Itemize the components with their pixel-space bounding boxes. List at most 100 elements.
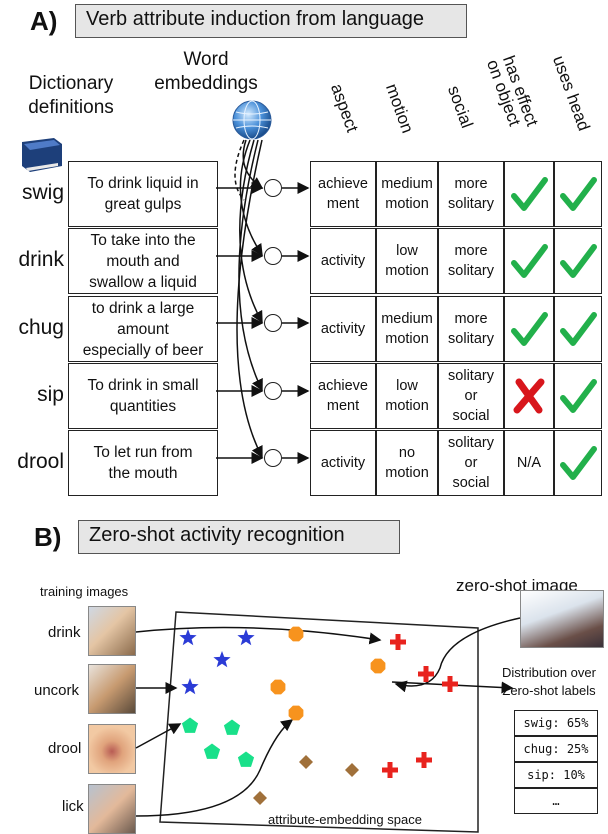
embedding-space: [135, 611, 521, 833]
motion-cell: no motion: [376, 430, 438, 496]
head-cell: [554, 296, 602, 362]
verb-label: sip: [37, 383, 64, 406]
cell-text: ment: [326, 398, 360, 414]
aspect-cell: activity: [310, 228, 376, 294]
panel-b-title: Zero-shot activity recognition: [78, 520, 400, 554]
star-marker: [181, 678, 199, 695]
cell-text: activity: [320, 253, 366, 269]
check-icon: [511, 244, 548, 278]
panel-a-letter: A): [30, 6, 58, 36]
definition-line: to drink a large: [91, 299, 195, 317]
check-icon: [560, 312, 597, 346]
cell-text: low: [396, 243, 418, 259]
social-cell: more solitary: [438, 296, 504, 362]
definition-line: To drink in small: [87, 377, 199, 394]
cell-text: social: [452, 475, 490, 491]
book-icon: [22, 138, 62, 172]
embedding-arrows: [216, 139, 310, 464]
cell-text: solitary: [448, 263, 494, 279]
definition-line: To take into the: [90, 231, 196, 249]
octagon-marker: [270, 679, 286, 695]
motion-cell: medium motion: [376, 161, 438, 227]
cell-text: motion: [385, 196, 429, 212]
verb-label: drink: [18, 248, 64, 271]
definition-box: To drink liquid in great gulps: [68, 161, 218, 227]
cell-text: no: [398, 445, 416, 461]
definition-line: amount: [117, 320, 169, 338]
dist-row: chug: 25%: [514, 736, 598, 762]
embedding-node: [264, 382, 282, 400]
diamond-marker: [299, 755, 313, 769]
head-cell: [554, 363, 602, 429]
aspect-cell: activity: [310, 430, 376, 496]
check-icon: [560, 379, 597, 413]
embedding-node: [264, 179, 282, 197]
cell-text: or: [464, 388, 478, 404]
aspect-cell: achieve ment: [310, 363, 376, 429]
diamond-marker: [253, 791, 267, 805]
effect-cell: [504, 161, 554, 227]
verb-label: chug: [18, 316, 64, 339]
definition-line: mouth and: [106, 252, 180, 270]
dist-row: sip: 10%: [514, 762, 598, 788]
diamond-marker: [345, 763, 359, 777]
cell-text: motion: [385, 263, 429, 279]
star-marker: [237, 629, 255, 646]
octagon-marker: [370, 658, 386, 674]
training-label-lick: lick: [62, 798, 84, 815]
cell-text: medium: [381, 176, 433, 192]
head-cell: [554, 430, 602, 496]
embedding-node: [264, 247, 282, 265]
check-icon: [560, 446, 597, 480]
panel-a-title: Verb attribute induction from language: [75, 4, 467, 38]
cell-text: achieve: [318, 176, 368, 192]
training-label-uncork: uncork: [34, 682, 80, 699]
star-marker: [213, 651, 231, 668]
definition-box: to drink a large amount especially of beer: [68, 296, 218, 362]
globe-icon: [232, 100, 272, 140]
cell-text: medium: [381, 311, 433, 327]
check-icon: [511, 312, 548, 346]
octagon-marker: [288, 626, 304, 642]
pentagon-marker: [237, 751, 255, 767]
cell-text: more: [454, 311, 488, 327]
definition-line: To drink liquid in: [87, 175, 199, 192]
cross-icon: [513, 378, 545, 414]
space-region: [159, 611, 479, 833]
check-icon: [560, 177, 597, 211]
pentagon-marker: [203, 743, 221, 759]
drink-image: [88, 606, 136, 656]
motion-cell: low motion: [376, 228, 438, 294]
definition-line: especially of beer: [82, 341, 204, 359]
effect-cell: [504, 363, 554, 429]
pentagon-marker: [181, 717, 199, 733]
cell-text: achieve: [318, 378, 368, 394]
panel-b-letter: B): [34, 522, 62, 552]
aspect-cell: activity: [310, 296, 376, 362]
check-icon: [560, 244, 597, 278]
head-cell: [554, 228, 602, 294]
training-label-drool: drool: [48, 740, 82, 757]
cell-text: more: [454, 176, 488, 192]
cell-text: solitary: [448, 331, 494, 347]
training-images-label: training images: [40, 584, 129, 599]
pentagon-marker: [223, 719, 241, 735]
definition-line: quantities: [109, 398, 177, 415]
definition-line: great gulps: [104, 196, 182, 213]
zero-shot-image: [520, 590, 604, 648]
cell-text: motion: [385, 398, 429, 414]
lick-image: [88, 784, 136, 834]
cell-text: activity: [320, 321, 366, 337]
verb-label: swig: [21, 181, 64, 204]
check-icon: [511, 177, 548, 211]
cell-text: motion: [385, 465, 429, 481]
